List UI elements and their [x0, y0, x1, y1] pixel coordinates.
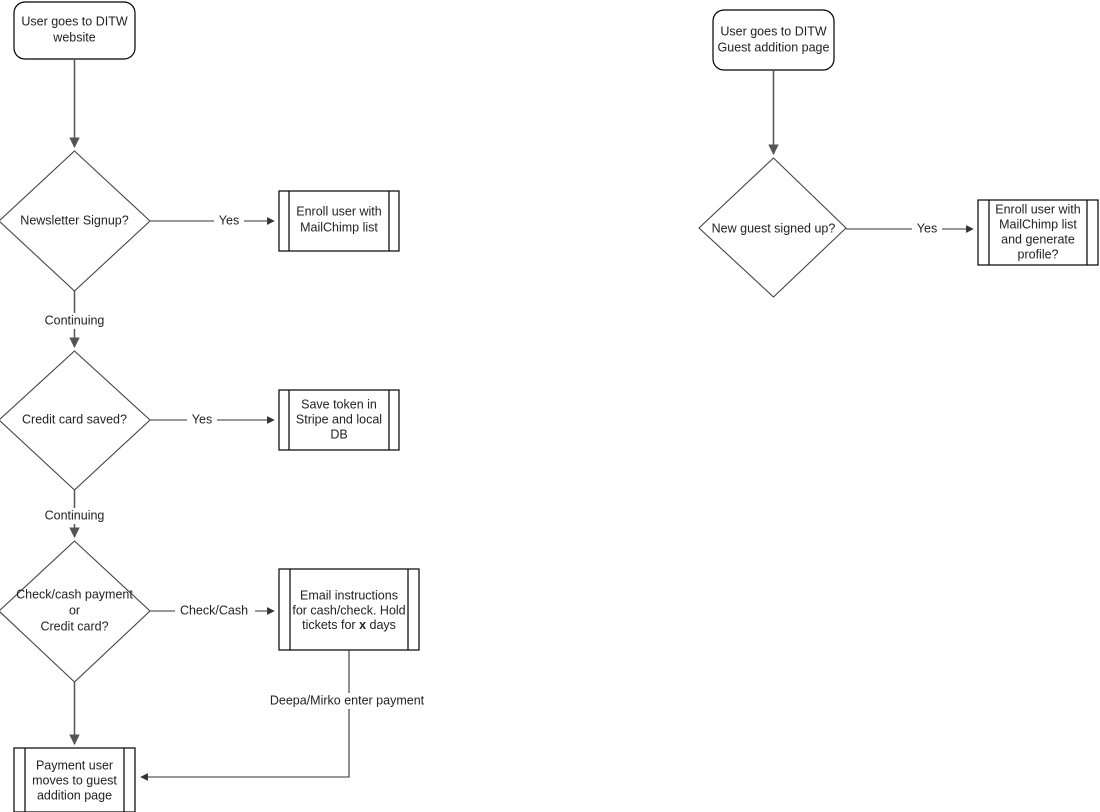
- new-guest-signed-up-shape: [698, 157, 847, 298]
- enroll-mailchimp-profile-label-line-2: MailChimp list: [999, 217, 1077, 231]
- enroll-mailchimp-label-line-2: MailChimp list: [300, 220, 378, 234]
- newsletter-continuing-label-bg: [40, 313, 110, 329]
- edge-label-check-cash: Check/Cash: [180, 603, 248, 617]
- edge-deepa-mirko: [140, 650, 350, 781]
- save-token-label-line-3: DB: [330, 427, 347, 441]
- enroll-mailchimp-profile-label-line-3: and generate: [1001, 232, 1075, 246]
- node-enroll-mailchimp[interactable]: Enroll user with MailChimp list: [278, 190, 400, 252]
- edge-label-credit-card-yes: Yes: [192, 412, 212, 426]
- payment-user-moves-label-line-1: Payment user: [36, 758, 113, 772]
- start-website-label-line-1: User goes to DITW: [21, 14, 127, 28]
- payment-user-moves-label-line-3: addition page: [37, 788, 112, 802]
- credit-card-saved-label: Credit card saved?: [22, 412, 127, 426]
- check-cash-label-bg: [175, 603, 255, 619]
- node-enroll-mailchimp-profile[interactable]: Enroll user with MailChimp list and gene…: [977, 199, 1099, 266]
- edge-label-newsletter-continuing: Continuing: [45, 313, 105, 327]
- edge-label-deepa-mirko: Deepa/Mirko enter payment: [270, 693, 425, 707]
- credit-card-continuing-label-bg: [40, 508, 110, 524]
- enroll-mailchimp-label-line-1: Enroll user with: [296, 204, 381, 218]
- enroll-mailchimp-profile-shape: [977, 199, 1099, 266]
- save-token-label-line-2: Stripe and local: [296, 412, 382, 426]
- node-new-guest-signed-up[interactable]: New guest signed up?: [698, 157, 847, 298]
- enroll-mailchimp-shape: [278, 190, 400, 252]
- edge-label-guest-yes: Yes: [917, 221, 937, 235]
- node-newsletter-signup[interactable]: Newsletter Signup?: [0, 150, 151, 292]
- payment-type-label-line-2: or: [69, 603, 80, 617]
- save-token-label-line-1: Save token in: [301, 397, 377, 411]
- payment-type-label-line-3: Credit card?: [40, 619, 108, 633]
- enroll-mailchimp-profile-label-line-1: Enroll user with: [995, 202, 1080, 216]
- email-instructions-label-line-2: for cash/check. Hold: [292, 603, 405, 617]
- credit-card-yes-label-bg: [187, 412, 217, 428]
- node-payment-type[interactable]: Check/cash payment or Credit card?: [0, 540, 151, 683]
- payment-type-label-line-1: Check/cash payment: [16, 587, 133, 601]
- start-guest-page-label-line-2: Guest addition page: [718, 40, 830, 54]
- node-start-website[interactable]: User goes to DITW website: [13, 1, 136, 60]
- node-save-token[interactable]: Save token in Stripe and local DB: [278, 389, 400, 451]
- start-website-label-line-2: website: [52, 30, 95, 44]
- payment-user-moves-label-line-2: moves to guest: [32, 773, 117, 787]
- email-instructions-line3-part-3: days: [366, 618, 396, 632]
- payment-user-moves-shape: [13, 747, 136, 812]
- edge-label-credit-card-continuing: Continuing: [45, 508, 105, 522]
- edge-label-newsletter-yes: Yes: [219, 213, 239, 227]
- node-payment-user-moves[interactable]: Payment user moves to guest addition pag…: [13, 747, 136, 812]
- node-email-instructions[interactable]: Email instructions for cash/check. Hold …: [278, 568, 420, 651]
- new-guest-signed-up-label: New guest signed up?: [712, 221, 836, 235]
- node-credit-card-saved[interactable]: Credit card saved?: [0, 350, 151, 491]
- newsletter-signup-label: Newsletter Signup?: [20, 213, 128, 227]
- newsletter-yes-label-bg: [214, 213, 244, 229]
- save-token-shape: [278, 389, 400, 451]
- email-instructions-label-line-3: tickets for x days: [302, 618, 396, 632]
- start-guest-page-label-line-1: User goes to DITW: [720, 24, 826, 38]
- deepa-mirko-label-bg: [268, 693, 426, 709]
- email-instructions-line3-bold-x: x: [359, 618, 366, 632]
- email-instructions-line3-part-1: tickets for: [302, 618, 359, 632]
- node-start-guest-page[interactable]: User goes to DITW Guest addition page: [712, 9, 835, 71]
- guest-yes-label-bg: [912, 221, 942, 237]
- enroll-mailchimp-profile-label-line-4: profile?: [1018, 247, 1059, 261]
- email-instructions-label-line-1: Email instructions: [300, 588, 398, 602]
